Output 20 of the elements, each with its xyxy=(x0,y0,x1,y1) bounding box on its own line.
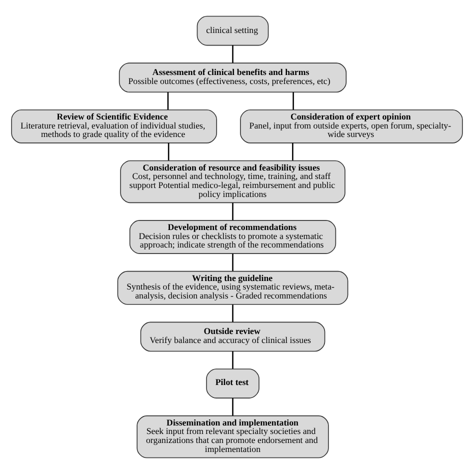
node-box: Assessment of clinical benefits and harms Possible outcomes (effectiveness, costs, preferences, etc) xyxy=(118,62,347,92)
connector xyxy=(232,304,234,322)
node-box: Writing the guideline Synthesis of the evidence, using systematic reviews, meta-analysis, decision analysis - Graded recommendations xyxy=(117,270,348,305)
connector xyxy=(232,351,234,369)
connector xyxy=(232,254,234,271)
node-box: Development of recommendations Decision rules or checklists to promote a systematic approach; indicate strength of the recommendations xyxy=(129,220,336,254)
connector xyxy=(168,143,170,160)
node-box: Dissemination and implementation Seek input from relevant specialty societies and organizations that can promote endorsement and implementation xyxy=(136,415,329,458)
connector xyxy=(232,398,234,416)
connector xyxy=(232,202,234,220)
node-box: Consideration of resource and feasibility issues Cost, personnel and technology, time, training, and staff support Potential medico-legal, reimbursement and public policy implications xyxy=(120,160,346,204)
connector xyxy=(292,92,294,110)
node-box: Review of Scientific Evidence Literature retrieval, evaluation of individual studies, methods to grade quality of the evidence xyxy=(11,109,218,144)
node-box: Consideration of expert opinion Panel, input from outside experts, open forum, specialty-wide surveys xyxy=(240,109,463,144)
connector xyxy=(292,143,294,160)
node-box: Outside review Verify balance and accuracy of clinical issues xyxy=(140,322,326,352)
node-box: Pilot test xyxy=(206,368,260,398)
connector xyxy=(167,92,169,110)
connector xyxy=(232,45,234,63)
node-box: clinical setting xyxy=(196,16,269,46)
